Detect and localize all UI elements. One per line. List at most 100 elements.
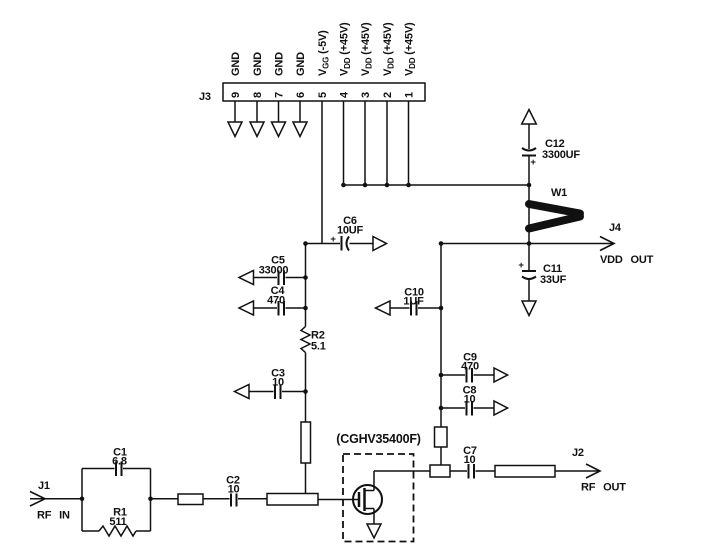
j3-supply-stubs xyxy=(321,101,410,244)
j2-port-name: RF OUT xyxy=(581,482,626,494)
r1-refdes: R1 xyxy=(113,507,127,519)
j4-arrow-icon xyxy=(599,235,616,252)
j3-pin-number-5: 5 xyxy=(317,92,329,98)
j3-pin-label-4: VDD(+45V) xyxy=(339,22,353,76)
capacitor-c9: C9 470 xyxy=(441,352,510,384)
junction-dot xyxy=(303,389,308,394)
q1-part-number: (CGHV35400F) xyxy=(336,432,420,446)
polarity-plus: + xyxy=(518,260,524,271)
gate-bias-rail xyxy=(300,243,312,494)
c4-refdes: C4 xyxy=(271,285,286,297)
c3-refdes: C3 xyxy=(271,368,285,380)
ground-icon xyxy=(493,399,510,417)
j3-pin-label-1: VDD(+45V) xyxy=(404,22,418,76)
capacitor-c12: + C12 3300UF xyxy=(520,107,581,185)
j3-pin-label-2: VDD(+45V) xyxy=(382,22,396,76)
j3-pin-number-2: 2 xyxy=(382,92,394,98)
c2-value: 10 xyxy=(228,484,240,496)
junction-dot xyxy=(148,496,153,502)
capacitor-c11: + C11 33UF xyxy=(518,243,567,318)
junction-dot xyxy=(303,275,308,280)
capacitor-c4: C4 470 xyxy=(237,285,306,317)
c5-refdes: C5 xyxy=(271,255,285,267)
j3-pin-label-7: GND xyxy=(274,52,286,76)
j3-pin-number-8: 8 xyxy=(252,92,264,98)
junction-dots xyxy=(79,182,532,502)
c9-refdes: C9 xyxy=(463,352,477,364)
junction-dot xyxy=(406,182,411,188)
ground-icon xyxy=(493,366,510,384)
junction-dot xyxy=(438,372,444,378)
j3-pin-number-7: 7 xyxy=(274,92,286,98)
j3-pin-label-6: GND xyxy=(295,52,307,76)
ground-icon xyxy=(291,121,309,139)
junction-dot xyxy=(438,305,444,311)
capacitor-c5: C5 33000 xyxy=(237,255,306,286)
microstrip-line xyxy=(300,421,312,464)
resistor-zigzag xyxy=(98,524,137,538)
junction-dot xyxy=(303,241,308,246)
j3-refdes: J3 xyxy=(199,91,211,103)
w1-refdes: W1 xyxy=(551,187,567,199)
c2-refdes: C2 xyxy=(226,475,240,487)
output-line: C7 10 xyxy=(374,445,600,479)
port-j2-rf-out: J2 RF OUT xyxy=(572,447,626,494)
transistor-q1: (CGHV35400F) xyxy=(336,432,421,543)
c11-refdes: C11 xyxy=(543,263,562,275)
resistor-r1: R1 511 xyxy=(82,507,151,538)
j1-refdes: J1 xyxy=(38,480,50,492)
capacitor-c3: C3 10 xyxy=(232,368,306,400)
j3-pin-label-9: GND xyxy=(230,52,242,76)
resistor-zigzag xyxy=(299,325,312,354)
c7-refdes: C7 xyxy=(463,445,477,457)
input-match-network: C1 6.8 R1 511 xyxy=(81,447,152,538)
c11-value: 33UF xyxy=(540,274,567,286)
j4-port-name: VDD OUT xyxy=(600,254,654,266)
j3-gnd-stubs xyxy=(234,101,301,122)
j3-pin-number-4: 4 xyxy=(339,91,351,98)
c1-refdes: C1 xyxy=(113,447,127,459)
port-j1-rf-in: J1 RF IN xyxy=(29,480,82,522)
r2-refdes: R2 xyxy=(311,330,325,342)
j3-pin-label-5: VGG(-5V) xyxy=(317,30,331,76)
ground-icon xyxy=(520,107,538,125)
microstrip-line xyxy=(266,492,319,506)
ground-icon xyxy=(372,235,389,252)
microstrip-line xyxy=(177,493,204,506)
w1-loop-bottom xyxy=(525,212,584,233)
j3-pin-number-9: 9 xyxy=(230,92,242,98)
r2-value: 5.1 xyxy=(311,341,326,353)
capacitor-c6: + C6 10UF xyxy=(305,215,389,252)
ground-icon xyxy=(373,299,391,317)
j2-refdes: J2 xyxy=(572,447,584,459)
c10-value: 1UF xyxy=(403,296,424,308)
c12-refdes: C12 xyxy=(545,138,565,150)
c5-value: 33000 xyxy=(259,265,289,277)
drain-bias-rail xyxy=(433,243,448,465)
ground-icon xyxy=(365,523,383,540)
polarity-plus: + xyxy=(530,157,536,168)
resistor-r2: R2 5.1 xyxy=(299,325,326,354)
j3-pin-number-3: 3 xyxy=(360,92,372,98)
capacitor-c1: C1 6.8 xyxy=(82,447,151,476)
j3-pin-number-1: 1 xyxy=(404,92,416,98)
gate-input-line: C2 10 xyxy=(150,475,354,507)
inductor-w1: W1 xyxy=(525,185,584,244)
capacitor-c10: C10 1UF xyxy=(373,287,441,317)
c12-value: 3300UF xyxy=(542,149,580,161)
junction-dot xyxy=(303,305,308,311)
ground-icon xyxy=(226,121,244,139)
port-j4-vdd-out: J4 VDD OUT xyxy=(441,222,654,266)
q1-outline-box xyxy=(342,453,415,543)
w1-loop-top xyxy=(525,200,584,218)
c6-refdes: C6 xyxy=(343,215,357,227)
junction-dot xyxy=(384,182,390,188)
j3-pin-label-8: GND xyxy=(252,52,264,76)
junction-dot xyxy=(526,241,532,246)
j2-arrow-icon xyxy=(585,463,602,479)
junction-dot xyxy=(438,241,444,246)
junction-dot xyxy=(341,182,346,188)
ground-icon xyxy=(520,300,538,318)
